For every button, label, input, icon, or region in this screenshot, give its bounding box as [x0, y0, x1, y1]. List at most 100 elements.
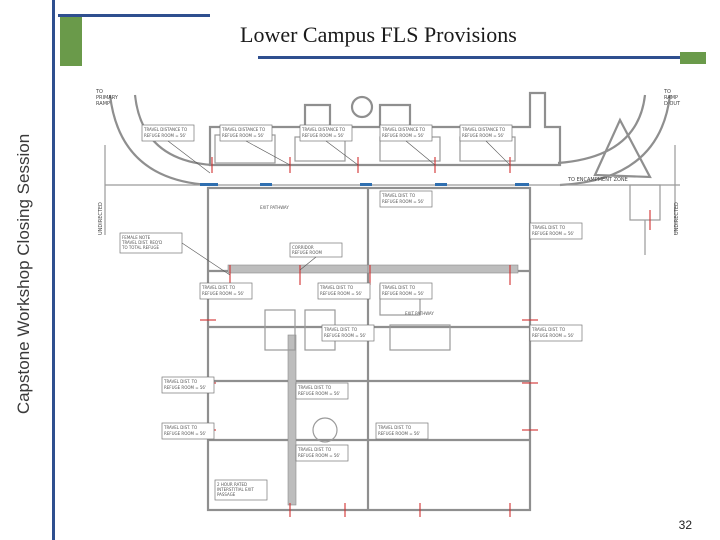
travel-note-line: REFUGE ROOM = 56': [382, 199, 424, 204]
travel-note-line: TRAVEL DIST. TO: [377, 425, 411, 430]
exit-marker-bar: [260, 183, 272, 186]
bottom-note-line: 2 HOUR RATED: [217, 482, 247, 487]
fls-floor-plan: TO ENCAMPMENT ZONE TRAVEL DISTANCE TO RE…: [90, 85, 690, 525]
exit-marker-bar: [360, 183, 372, 186]
bottom-note-line: INTERSTITIAL EXIT: [217, 487, 254, 492]
female-note-line: FEMALE NOTE: [122, 235, 151, 240]
room-block: [389, 324, 451, 351]
bottom-note-line: PASSAGE: [217, 492, 236, 497]
exit-marker-bar: [200, 183, 218, 186]
travel-note-box: TRAVEL DIST. TO REFUGE ROOM = 56': [295, 382, 349, 400]
travel-note-line: REFUGE ROOM = 56': [164, 431, 206, 436]
left-ramp-curve: [108, 94, 211, 187]
travel-note-line: TRAVEL DISTANCE TO: [221, 127, 265, 132]
travel-note-box: TRAVEL DIST. TO REFUGE ROOM = 56': [199, 282, 253, 300]
travel-note-line: REFUGE ROOM = 56': [144, 133, 186, 138]
female-note-line: TRAVEL DIST. REQ'D: [121, 240, 162, 245]
travel-note-line: REFUGE ROOM = 56': [532, 333, 574, 338]
travel-note-line: REFUGE ROOM = 56': [320, 291, 362, 296]
travel-note-box: TRAVEL DIST. TO REFUGE ROOM = 56': [379, 282, 433, 300]
travel-note-line: TRAVEL DISTANCE TO: [461, 127, 505, 132]
refuge-note-line: CORRIDOR: [292, 245, 314, 250]
travel-note-line: REFUGE ROOM = 56': [298, 453, 340, 458]
travel-note-line: TRAVEL DIST. TO: [381, 285, 415, 290]
travel-note-line: TRAVEL DIST. TO: [381, 193, 415, 198]
exit-path-label: EXIT PATHWAY: [260, 205, 289, 210]
travel-note-line: TRAVEL DISTANCE TO: [143, 127, 187, 132]
travel-note-line: REFUGE ROOM = 56': [462, 133, 504, 138]
travel-note-box: TRAVEL DIST. TO REFUGE ROOM = 56': [295, 444, 349, 462]
leader-line: [325, 140, 359, 166]
exit-path-label: EXIT PATHWAY: [405, 311, 434, 316]
travel-note-box: TRAVEL DISTANCE TO REFUGE ROOM = 56': [299, 124, 353, 142]
leader-line: [299, 256, 317, 271]
left-vertical-label: UNDIRECTED: [98, 202, 104, 235]
top-left-note-line: TO: [95, 89, 103, 95]
female-note-line: TO TOTAL REFUGE: [121, 245, 159, 250]
title-right-accent-block: [680, 52, 706, 64]
travel-note-line: REFUGE ROOM = 56': [324, 333, 366, 338]
room-block: [264, 309, 296, 351]
female-note-box: FEMALE NOTE TRAVEL DIST. REQ'D TO TOTAL …: [119, 232, 183, 254]
travel-note-line: TRAVEL DISTANCE TO: [301, 127, 345, 132]
sidebar-title: Capstone Workshop Closing Session: [4, 24, 44, 524]
travel-note-line: REFUGE ROOM = 56': [532, 231, 574, 236]
travel-note-box: TRAVEL DIST. TO REFUGE ROOM = 56': [321, 324, 375, 342]
travel-note-line: TRAVEL DIST. TO: [163, 425, 197, 430]
travel-note-box: TRAVEL DIST. TO REFUGE ROOM = 56': [379, 190, 433, 208]
leader-line: [167, 140, 211, 174]
top-left-note-line: RAMP: [96, 101, 110, 107]
top-left-note-line: PRIMARY: [96, 95, 119, 101]
travel-note-line: REFUGE ROOM = 56': [378, 431, 420, 436]
travel-note-box: TRAVEL DIST. TO REFUGE ROOM = 56': [529, 324, 583, 342]
top-right-note-line: D OUT: [664, 101, 681, 107]
travel-note-line: TRAVEL DIST. TO: [323, 327, 357, 332]
travel-note-box: TRAVEL DISTANCE TO REFUGE ROOM = 56': [219, 124, 273, 142]
top-round-room: [350, 95, 374, 119]
travel-note-line: TRAVEL DIST. TO: [163, 379, 197, 384]
travel-note-line: TRAVEL DIST. TO: [531, 327, 565, 332]
travel-note-box: TRAVEL DIST. TO REFUGE ROOM = 56': [317, 282, 371, 300]
travel-note-line: REFUGE ROOM = 56': [382, 291, 424, 296]
travel-note-line: TRAVEL DIST. TO: [201, 285, 235, 290]
travel-note-box: TRAVEL DISTANCE TO REFUGE ROOM = 56': [379, 124, 433, 142]
travel-note-box: TRAVEL DIST. TO REFUGE ROOM = 56': [529, 222, 583, 240]
left-vertical-rule: [52, 0, 55, 540]
travel-note-line: REFUGE ROOM = 56': [382, 133, 424, 138]
corridor-hatch: [287, 334, 297, 506]
right-ramp-inner-curve: [557, 94, 647, 165]
leader-line: [485, 140, 511, 166]
corridor-hatch: [227, 264, 369, 274]
bottom-note-box: 2 HOUR RATED INTERSTITIAL EXIT PASSAGE: [214, 479, 268, 501]
leader-line: [405, 140, 436, 166]
travel-note-line: TRAVEL DIST. TO: [531, 225, 565, 230]
exit-marker-bar: [435, 183, 447, 186]
travel-note-line: REFUGE ROOM = 56': [202, 291, 244, 296]
travel-note-box: TRAVEL DIST. TO REFUGE ROOM = 56': [161, 376, 215, 394]
top-rule: [58, 14, 210, 17]
exit-marker-bar: [515, 183, 529, 186]
floor-plan-drawing: TO ENCAMPMENT ZONE TRAVEL DISTANCE TO RE…: [95, 89, 681, 517]
travel-note-box: TRAVEL DISTANCE TO REFUGE ROOM = 56': [459, 124, 513, 142]
slide-title: Lower Campus FLS Provisions: [240, 22, 517, 47]
leader-line: [181, 242, 231, 276]
corridor-hatch: [367, 264, 519, 274]
travel-note-line: REFUGE ROOM = 56': [222, 133, 264, 138]
refuge-note-box: CORRIDOR REFUGE ROOM: [289, 242, 343, 258]
right-small-building: [629, 184, 661, 221]
round-room: [312, 417, 338, 443]
sidebar-title-text: Capstone Workshop Closing Session: [14, 133, 33, 415]
page-number: 32: [678, 518, 692, 532]
travel-note-line: TRAVEL DIST. TO: [319, 285, 353, 290]
right-ramp-curve: [559, 94, 672, 187]
road-label: TO ENCAMPMENT ZONE: [567, 177, 628, 183]
travel-note-box: TRAVEL DISTANCE TO REFUGE ROOM = 56': [141, 124, 195, 142]
travel-note-line: REFUGE ROOM = 56': [164, 385, 206, 390]
right-vertical-label: UNDIRECTED: [674, 202, 680, 235]
travel-note-line: REFUGE ROOM = 56': [302, 133, 344, 138]
title-accent-block: [60, 14, 82, 66]
travel-note-box: TRAVEL DIST. TO REFUGE ROOM = 56': [375, 422, 429, 440]
title-underline-rule: [258, 56, 683, 59]
travel-note-line: TRAVEL DISTANCE TO: [381, 127, 425, 132]
travel-note-line: TRAVEL DIST. TO: [297, 385, 331, 390]
